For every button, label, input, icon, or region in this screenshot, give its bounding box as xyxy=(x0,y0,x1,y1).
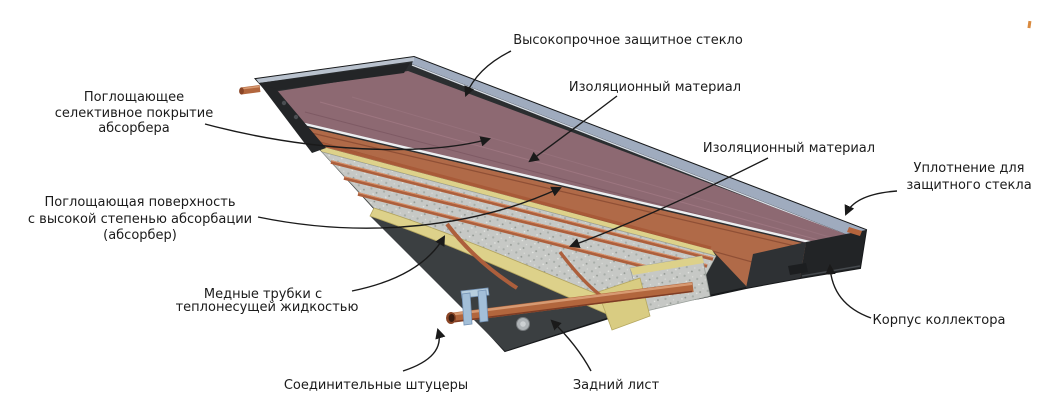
arrow-glass xyxy=(464,50,512,97)
pipe-clamp-right xyxy=(477,289,489,323)
frame-left-wall xyxy=(259,83,326,153)
absorber-edge-tube xyxy=(313,140,712,250)
frame-right-face xyxy=(800,230,866,278)
copper-tube-2 xyxy=(343,176,708,268)
copper-tube-1 xyxy=(330,160,714,261)
copper-tube-2-light xyxy=(343,176,708,266)
label-coating-line1: Поглощающее xyxy=(84,90,184,105)
pipe-clamp-left xyxy=(461,292,473,326)
glass-streak-1 xyxy=(319,101,841,247)
label-absorber-line1: Поглощающая поверхность xyxy=(44,195,235,210)
copper-tube-1-light xyxy=(330,160,714,259)
arrow-insulation-right xyxy=(569,157,769,249)
frame-front-bracket xyxy=(788,263,808,275)
label-coating-line2: селективное покрытие xyxy=(55,106,213,121)
arrow-seal xyxy=(844,190,898,216)
inlet-stub-end xyxy=(239,87,244,95)
back-sheet xyxy=(370,216,622,351)
label-coating-line3: абсорбера xyxy=(98,121,170,136)
left-edge-rim xyxy=(256,57,414,83)
header-pipe-highlight xyxy=(450,282,693,316)
header-pipe xyxy=(449,282,694,323)
arrow-absorber xyxy=(257,186,562,229)
label-insulation-right: Изоляционный материал xyxy=(703,141,875,156)
inlet-stub-pipe-highlight xyxy=(240,85,260,90)
frame-left-wall-top xyxy=(259,63,410,91)
absorber-seam-1 xyxy=(302,130,843,258)
label-tubes-line2: теплонесущей жидкостью xyxy=(176,300,359,315)
inlet-stub-pipe xyxy=(240,85,261,95)
artifact-mark xyxy=(1027,20,1032,29)
arrow-tubes xyxy=(351,235,446,292)
riser-connector-tube-1 xyxy=(445,222,519,290)
label-absorber-line2: с высокой степенью абсорбации xyxy=(28,212,252,227)
label-seal-line2: защитного стекла xyxy=(906,178,1031,193)
label-fittings: Соединительные штуцеры xyxy=(284,378,468,393)
collector-illustration xyxy=(239,55,868,353)
glazing-seal xyxy=(847,227,862,236)
glass-edge-highlight xyxy=(411,64,857,240)
pipe-open-end-hole xyxy=(448,314,455,322)
label-absorber-line3: (абсорбер) xyxy=(103,228,177,243)
glass-edge-rim xyxy=(412,57,866,238)
label-insulation-top: Изоляционный материал xyxy=(569,80,741,95)
arrow-coating xyxy=(204,123,492,151)
copper-tube-3 xyxy=(357,192,691,280)
insulation-yellow-endface-top xyxy=(630,256,704,275)
frame-bolt-2 xyxy=(293,114,299,120)
glass-streak-3 xyxy=(351,96,851,244)
back-sheet-screw-center xyxy=(520,321,526,327)
arrow-back-sheet xyxy=(550,319,592,372)
label-tubes-line1: Медные трубки с xyxy=(204,287,322,302)
arrow-insulation-top xyxy=(528,95,618,163)
arrow-fittings xyxy=(402,327,446,372)
frame-front-face xyxy=(746,242,806,288)
label-seal-line1: Уплотнение для xyxy=(914,161,1025,176)
label-housing: Корпус коллектора xyxy=(873,313,1006,328)
label-back-sheet: Задний лист xyxy=(573,378,660,393)
label-glass: Высокопрочное защитное стекло xyxy=(513,33,743,48)
arrow-housing xyxy=(825,263,872,319)
header-pipe-shadow xyxy=(450,290,693,323)
frame-bolt-1 xyxy=(281,100,287,106)
glass-front-edge xyxy=(295,120,845,252)
copper-tube-3-light xyxy=(357,192,691,278)
glass-pane xyxy=(273,71,856,251)
callouts: Высокопрочное защитное стекло Изоляционн… xyxy=(28,33,1032,393)
